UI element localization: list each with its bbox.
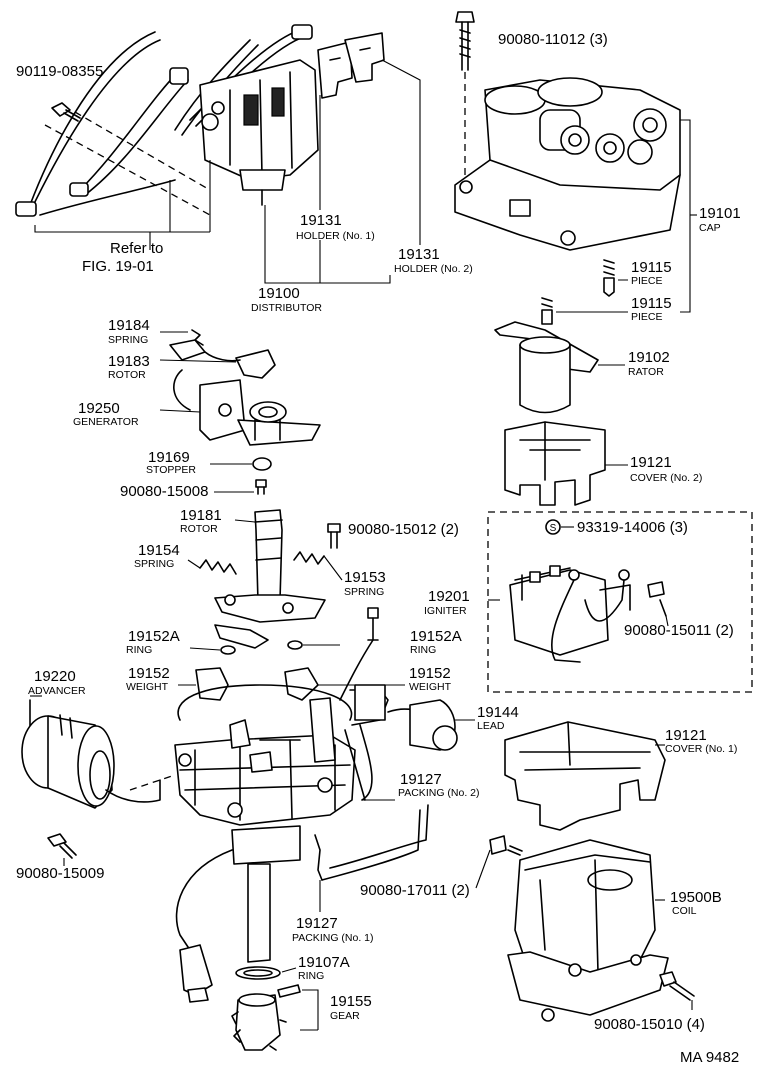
rotor-shaft-drawing [187,509,379,701]
cap-drawing [454,11,697,313]
advancer-num: 19220 [34,668,76,685]
cover-2-name: COVER (No. 2) [630,472,702,484]
rotor-shaft-name: ROTOR [180,523,218,535]
cap-name: CAP [699,222,721,234]
rotor-shaft-num: 19181 [180,507,222,524]
piece-2-num: 19115 [631,295,672,312]
screw-15012-label: 90080-15012 (2) [348,521,459,538]
cap-num: 19101 [699,205,741,222]
weight-left-num: 19152 [128,665,170,682]
screw-15011-label: 90080-15011 (2) [624,622,734,639]
ring-right-num: 19152A [410,628,462,645]
spring-top-num: 19184 [108,317,150,334]
holder-drawing [317,32,421,245]
spring-right-name: SPRING [344,586,384,598]
ring-left-name: RING [126,644,152,656]
bolt-90119-icon [51,102,81,122]
weight-right-num: 19152 [409,665,451,682]
label-layer: 90119-08355 90080-11012 (3) 19131 HOLDER… [16,31,741,1066]
packing-1-num: 19127 [296,915,338,932]
footer-code: MA 9482 [680,1049,739,1066]
coil-name: COIL [672,905,697,917]
gear-name: GEAR [330,1010,360,1022]
screw-15008-label: 90080-15008 [120,483,208,500]
holder-2-name: HOLDER (No. 2) [394,263,473,275]
cover-2-num: 19121 [630,454,672,471]
svg-text:S: S [550,523,557,534]
piece-1-num: 19115 [631,259,672,276]
screw-15010-label: 90080-15010 (4) [594,1016,705,1033]
advancer-drawing [21,695,161,866]
cover-1-name: COVER (No. 1) [665,743,737,755]
packing-1-drawing [175,804,429,1003]
generator-num: 19250 [78,400,120,417]
packing-1-name: PACKING (No. 1) [292,932,374,944]
holder-1-name: HOLDER (No. 1) [296,230,375,242]
refer-line1: Refer to [110,240,163,257]
lead-name: LEAD [477,720,505,732]
screw-93319-label: 93319-14006 (3) [577,519,688,536]
lead-drawing [344,684,475,801]
gear-drawing [231,966,319,1051]
lead-num: 19144 [477,704,519,721]
igniter-num: 19201 [428,588,470,605]
cover-1-drawing [504,721,666,831]
spring-right-num: 19153 [344,569,386,586]
ring-bottom-num: 19107A [298,954,350,971]
screw-15009-label: 90080-15009 [16,865,104,882]
rotor-small-num: 19183 [108,353,150,370]
refer-line2: FIG. 19-01 [82,258,154,275]
bolt-cap-label: 90080-11012 (3) [498,31,608,48]
packing-2-name: PACKING (No. 2) [398,787,480,799]
piece-1-name: PIECE [631,275,663,287]
piece-drawing [541,259,628,325]
gear-num: 19155 [330,993,372,1010]
packing-2-num: 19127 [400,771,442,788]
screw-17011-label: 90080-17011 (2) [360,882,470,899]
generator-name: GENERATOR [73,416,139,428]
advancer-name: ADVANCER [28,685,86,697]
bolt-top-left-label: 90119-08355 [16,63,103,80]
piece-2-name: PIECE [631,311,663,323]
stopper-num: 19169 [148,449,190,466]
holder-1-num: 19131 [300,212,342,229]
rator-name: RATOR [628,366,664,378]
ring-bottom-name: RING [298,970,324,982]
rator-num: 19102 [628,349,670,366]
coil-num: 19500B [670,889,722,906]
distributor-name: DISTRIBUTOR [251,302,322,314]
igniter-name: IGNITER [424,605,467,617]
housing-drawing [129,667,405,963]
cover-2-drawing [504,421,628,506]
weight-left-name: WEIGHT [126,681,169,693]
distributor-num: 19100 [258,285,300,302]
rotor-small-name: ROTOR [108,369,146,381]
igniter-drawing: S [487,511,753,693]
spring-left-num: 19154 [138,542,180,559]
small-parts-drawing [159,329,321,495]
distributor-assembly-drawing [15,24,391,284]
ring-left-num: 19152A [128,628,180,645]
spring-top-name: SPRING [108,334,148,346]
coil-drawing [475,835,695,1022]
ring-right-name: RING [410,644,436,656]
rator-drawing [494,321,625,414]
holder-2-num: 19131 [398,246,440,263]
cover-1-num: 19121 [665,727,707,744]
spring-left-name: SPRING [134,558,174,570]
stopper-name: STOPPER [146,464,196,476]
weight-right-name: WEIGHT [409,681,452,693]
